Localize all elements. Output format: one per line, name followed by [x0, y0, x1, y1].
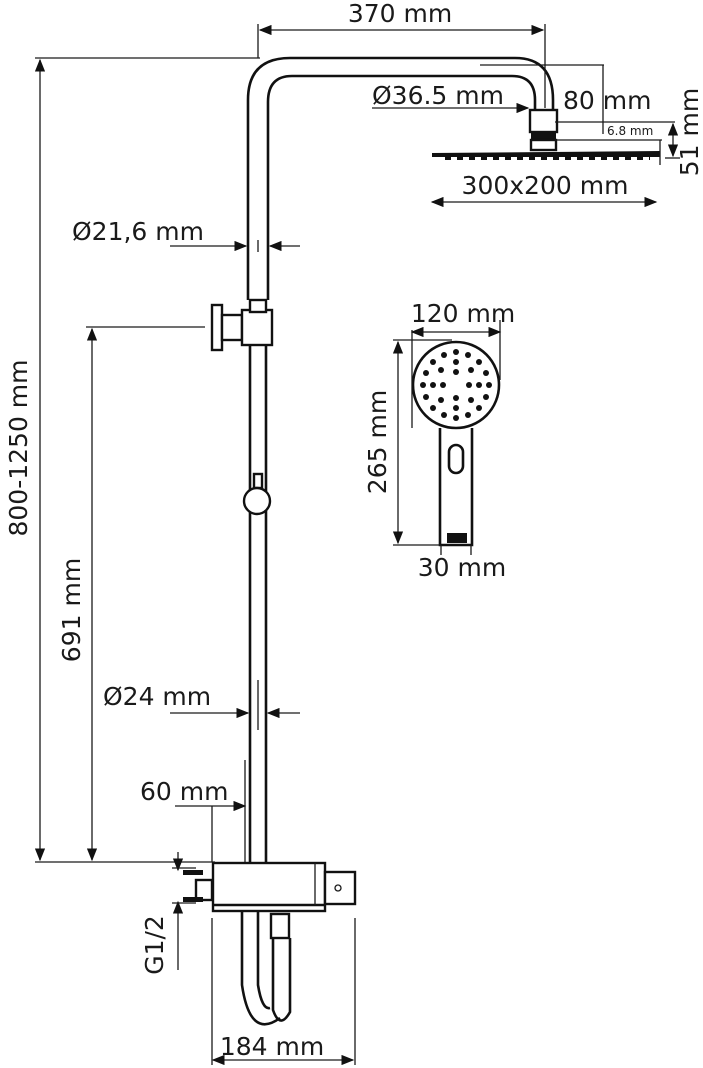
dim-lower-pipe-diameter: Ø24 mm	[103, 682, 211, 711]
dim-head-size: 300x200 mm	[462, 171, 629, 200]
dim-head-thickness: 6.8 mm	[607, 124, 653, 138]
dim-hand-shower-width: 120 mm	[411, 299, 515, 328]
overhead-shower-head	[432, 108, 660, 160]
hand-shower	[411, 340, 501, 547]
dim-upper-pipe-diameter: Ø21,6 mm	[72, 217, 204, 246]
dim-hand-shower-handle: 30 mm	[418, 553, 506, 582]
dim-head-offset: 80 mm	[563, 86, 651, 115]
dim-arm-length: 370 mm	[348, 0, 452, 28]
dim-diverter-height: 691 mm	[57, 558, 86, 662]
dim-head-height: 51 mm	[675, 88, 703, 176]
dim-inlet-thread: G1/2	[140, 915, 169, 975]
shower-column	[246, 56, 555, 862]
dim-total-height: 800-1250 mm	[4, 359, 33, 536]
dim-mixer-offset: 60 mm	[140, 777, 228, 806]
thermostatic-mixer	[183, 861, 357, 1026]
dimension-lines	[34, 24, 680, 1066]
dim-mixer-width: 184 mm	[220, 1032, 324, 1061]
diverter-handle	[210, 298, 274, 352]
dim-hand-shower-length: 265 mm	[363, 390, 392, 494]
hand-shower-slider	[242, 472, 272, 516]
dim-connector-diameter: Ø36.5 mm	[372, 81, 504, 110]
